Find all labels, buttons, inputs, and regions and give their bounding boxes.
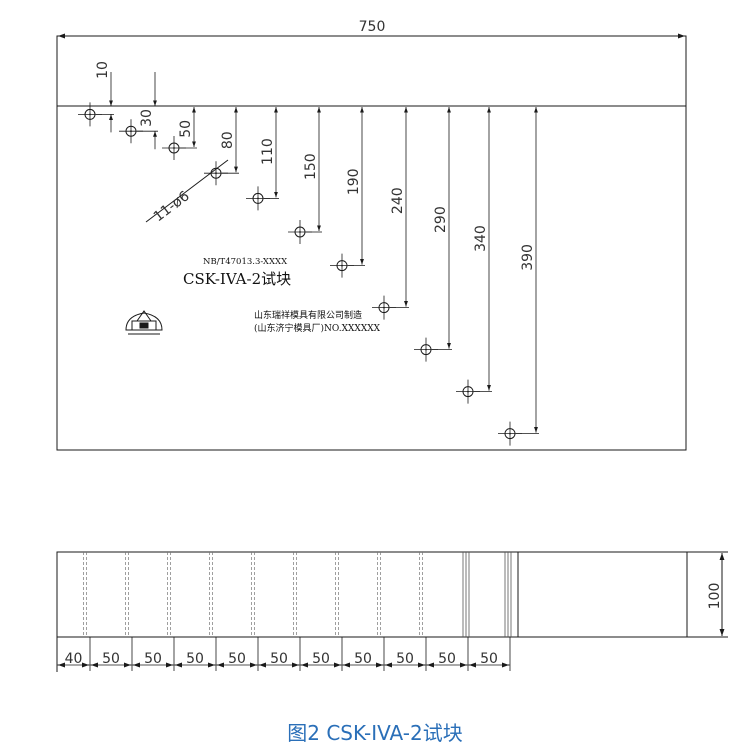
company-logo [125, 310, 163, 335]
overall-width-label: 750 [359, 19, 386, 35]
side-view-outline [56, 551, 688, 638]
standard-code: NB/T47013.3-XXXX [203, 257, 288, 267]
hole-group: 10 30 50 80 110 150 190 240 290 340 390 [78, 61, 539, 446]
spacing-label: 50 [312, 651, 330, 667]
maker-line-1: 山东瑞祥模具有限公司制造 [254, 309, 362, 321]
depth-label: 390 [520, 244, 536, 271]
spacing-label: 50 [228, 651, 246, 667]
spacing-dimensions: 40 50 50 50 50 50 50 50 50 50 50 [56, 637, 511, 671]
depth-label: 50 [178, 120, 194, 138]
depth-label: 110 [260, 138, 276, 165]
height-label: 100 [707, 583, 723, 610]
spacing-label: 50 [480, 651, 498, 667]
maker-line-2: (山东济宁模具厂)NO.XXXXXX [254, 322, 381, 334]
hole-spec-leader [145, 159, 229, 223]
top-view-outline [56, 35, 687, 451]
block-name: CSK-IVA-2试块 [183, 270, 291, 288]
top-view [56, 33, 687, 451]
spacing-label: 50 [396, 651, 414, 667]
depth-label: 150 [303, 153, 319, 180]
depth-label: 190 [346, 168, 362, 195]
depth-label: 290 [433, 206, 449, 233]
depth-label: 10 [95, 61, 111, 79]
depth-label: 30 [139, 109, 155, 127]
side-hole-lines [83, 552, 512, 637]
depth-label: 340 [473, 225, 489, 252]
spacing-label: 50 [270, 651, 288, 667]
depth-label: 80 [220, 131, 236, 149]
spacing-label: 40 [65, 651, 83, 667]
figure-caption: 图2 CSK-IVA-2试块 [287, 721, 463, 745]
spacing-label: 50 [438, 651, 456, 667]
depth-label: 240 [390, 187, 406, 214]
spacing-label: 50 [144, 651, 162, 667]
spacing-label: 50 [186, 651, 204, 667]
spacing-label: 50 [102, 651, 120, 667]
hole-spec-label: 11-ø6 [151, 188, 193, 225]
spacing-label: 50 [354, 651, 372, 667]
